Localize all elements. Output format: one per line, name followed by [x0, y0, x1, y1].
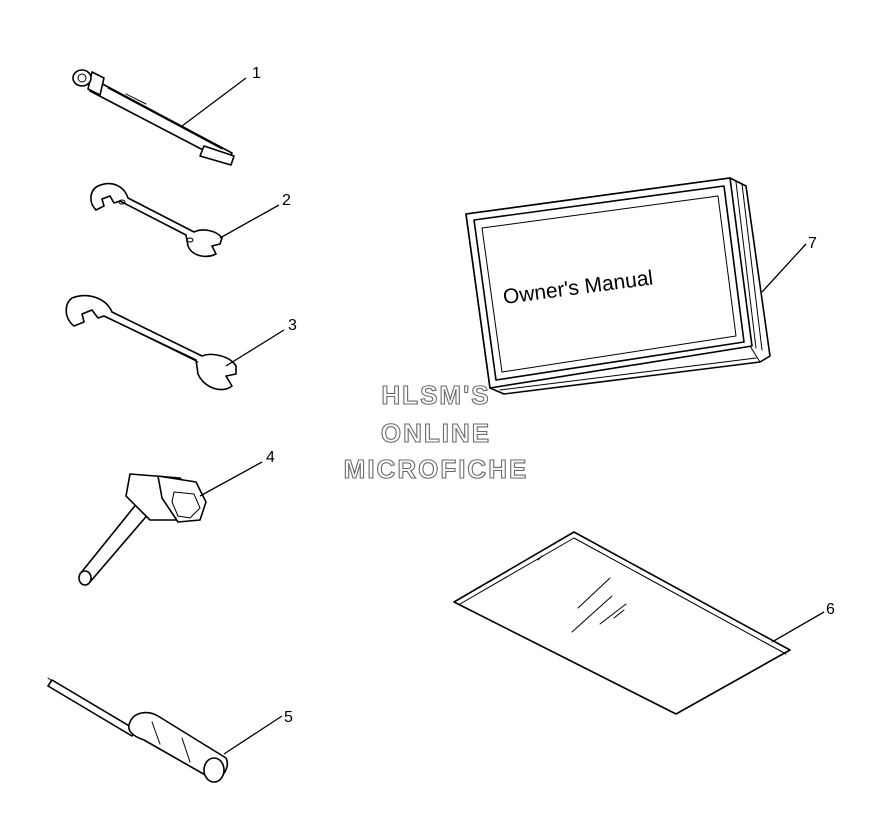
document-sleeve [453, 531, 791, 715]
callout-2: 2 [282, 192, 291, 209]
open-end-wrench-small [90, 182, 223, 258]
watermark-line-3: MICROFICHE [344, 454, 529, 484]
callout-1: 1 [252, 65, 261, 82]
open-end-wrench-large [65, 294, 237, 391]
callout-3: 3 [288, 317, 297, 334]
tire-pressure-gauge [72, 69, 235, 166]
owners-manual: Owner's Manual [465, 177, 771, 395]
callout-5: 5 [284, 709, 293, 726]
watermark: HLSM'S ONLINE MICROFICHE [343, 379, 529, 484]
callout-7: 7 [808, 235, 817, 252]
callout-4: 4 [266, 449, 275, 466]
watermark-line-1: HLSM'S [381, 380, 490, 410]
spark-plug-socket-wrench [78, 473, 207, 586]
callout-6: 6 [826, 601, 835, 618]
watermark-line-2: ONLINE [381, 418, 491, 448]
screwdriver [47, 677, 229, 783]
